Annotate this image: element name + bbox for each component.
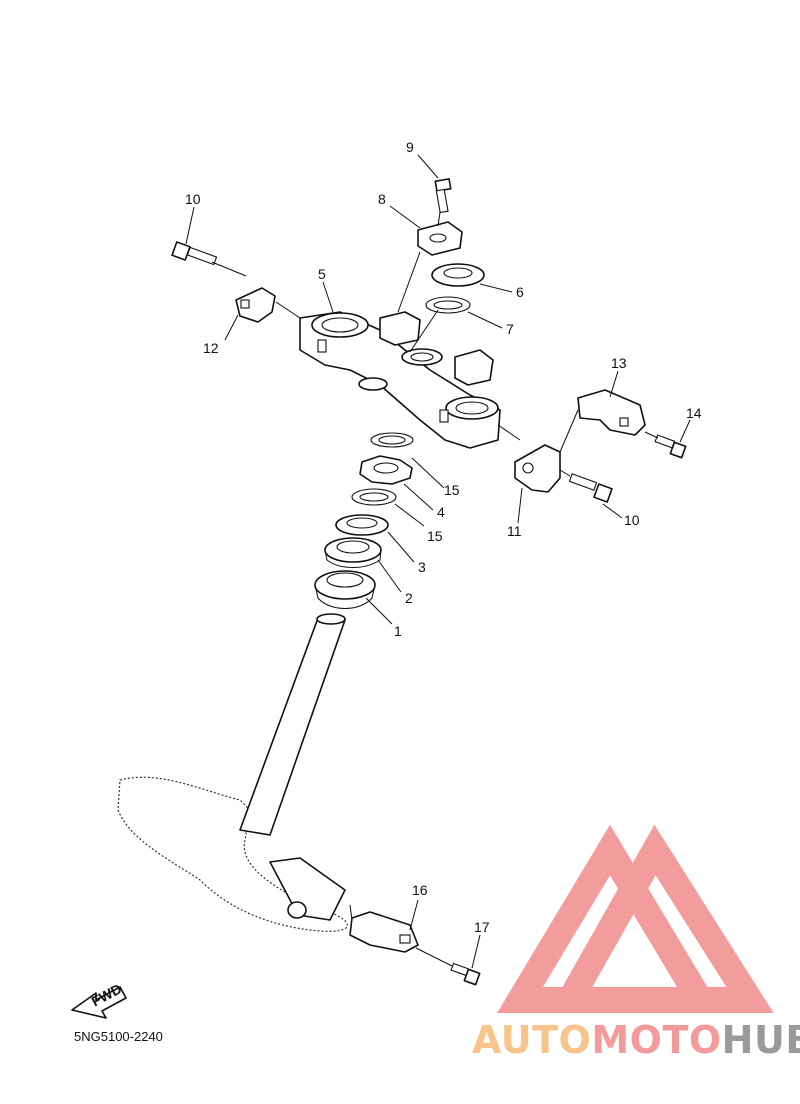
callout-13: 13 <box>611 355 627 371</box>
bearing-race-2 <box>324 537 382 568</box>
callout-10-right: 10 <box>624 512 640 528</box>
callout-8: 8 <box>378 191 386 207</box>
callouts: 9 8 10 5 6 7 12 13 14 15 4 15 3 2 1 10 1… <box>185 139 702 935</box>
callout-15-lower: 15 <box>427 528 443 544</box>
cable-guide-11 <box>514 444 561 493</box>
callout-11: 11 <box>507 523 522 539</box>
ring-nut-4 <box>359 455 413 485</box>
damper-6 <box>431 263 485 287</box>
bolt-14 <box>654 434 687 459</box>
bolt-10-right <box>568 473 613 503</box>
callout-3: 3 <box>418 559 426 575</box>
bearing-lower <box>314 570 376 609</box>
washer-15-upper <box>370 432 414 448</box>
washer-7 <box>425 296 471 314</box>
callout-16: 16 <box>412 882 428 898</box>
callout-1: 1 <box>394 623 402 639</box>
callout-17: 17 <box>474 919 490 935</box>
washer-15-lower <box>351 488 397 506</box>
callout-4: 4 <box>437 504 445 520</box>
bolt-9 <box>434 178 452 214</box>
handlebar-holder-8 <box>417 221 463 256</box>
cable-guide-12 <box>235 287 276 323</box>
bolt-17 <box>450 962 481 986</box>
steering-stem <box>239 613 346 921</box>
callout-2: 2 <box>405 590 413 606</box>
leader-lines <box>185 154 691 969</box>
watermark-logo <box>497 824 774 1013</box>
callout-6: 6 <box>516 284 524 300</box>
callout-14: 14 <box>686 405 702 421</box>
watermark-hub: HUB <box>721 1018 800 1062</box>
diagram-code: 5NG5100-2240 <box>74 1029 163 1044</box>
clamp-16 <box>349 911 419 953</box>
watermark-auto: AUTO <box>472 1018 592 1062</box>
clamp-13 <box>577 389 646 436</box>
callout-15-upper: 15 <box>444 482 460 498</box>
bolt-10-left <box>171 241 218 266</box>
callout-9: 9 <box>406 139 414 155</box>
fwd-arrow-icon: FWD <box>71 980 127 1019</box>
callout-10-left: 10 <box>185 191 201 207</box>
callout-12: 12 <box>203 340 219 356</box>
watermark-text: AUTOMOTOHUB <box>472 1018 800 1062</box>
callout-7: 7 <box>506 321 514 337</box>
upper-bracket <box>299 311 501 449</box>
callout-5: 5 <box>318 266 326 282</box>
assembly-lines <box>211 211 659 967</box>
seal-3 <box>335 514 389 536</box>
watermark-moto: MOTO <box>591 1018 722 1062</box>
